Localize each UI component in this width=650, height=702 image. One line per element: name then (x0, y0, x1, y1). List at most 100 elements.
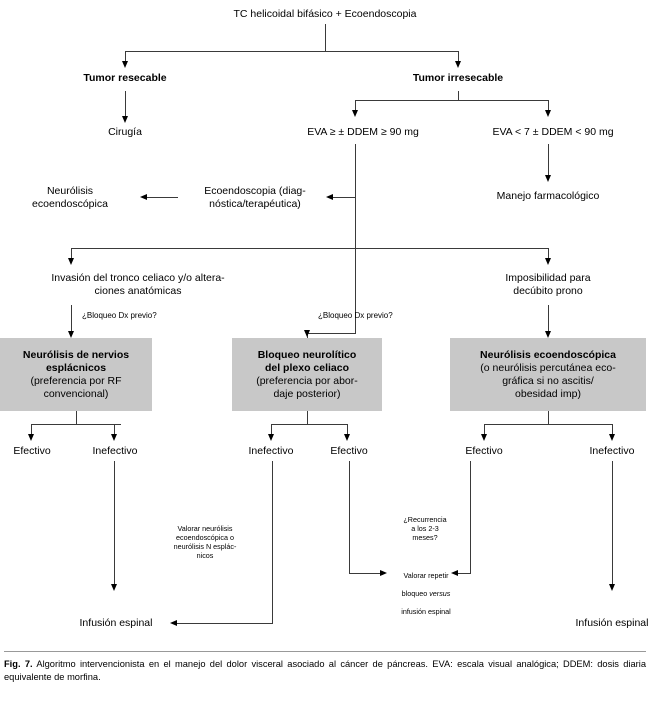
label-mid-efectivo: Efectivo (330, 445, 368, 457)
label-bloqueo-dx-left: ¿Bloqueo Dx previo? (82, 311, 157, 320)
connector-trunk-to-ecoendoscopia (330, 197, 356, 198)
connector-ecoendoscopia-to-neurolisis (144, 197, 178, 198)
connector-box3-split (484, 424, 612, 425)
box1-title: Neurólisis de nervios esplácnicos (22, 348, 130, 374)
label-right-inefectivo: Inefectivo (589, 445, 635, 457)
arrowhead-neurolisis-ecoendoscopica (140, 193, 147, 200)
connector-left-inefectivo-down (272, 461, 273, 624)
node-eva-low: EVA < 7 ± DDEM < 90 mg (492, 126, 614, 138)
connector-trunk-to-mid-branch (307, 333, 356, 334)
connector-box1-split (31, 424, 121, 425)
label-left-inefectivo: Inefectivo (92, 445, 138, 457)
caption-divider (4, 651, 646, 652)
node-manejo-farmacologico: Manejo farmacológico (496, 190, 600, 202)
figure-caption-text: Algoritmo intervencionista en el manejo … (4, 659, 646, 682)
connector-distribution-bar (71, 248, 548, 249)
connector-to-resecable (125, 51, 126, 63)
node-tumor-resecable: Tumor resecable (83, 72, 167, 84)
node-neurolisis-ecoendoscopica: Neurólisis ecoendoscópica (32, 185, 108, 210)
connector-eva-high-trunk (355, 144, 356, 333)
label-right-efectivo: Efectivo (465, 445, 503, 457)
arrowhead-mid-efectivo (343, 434, 350, 441)
box3-subtitle: (o neurólisis percutánea eco- gráfica si… (480, 361, 616, 400)
valorar-repetir-line3: infusión espinal (401, 607, 451, 616)
arrowhead-box1 (67, 331, 74, 338)
connector-box3-right (612, 424, 613, 436)
connector-eva-low-manejo (548, 144, 549, 177)
node-invasion-tronco: Invasión del tronco celiaco y/o altera- … (51, 272, 225, 297)
arrowhead-imposibilidad (544, 258, 551, 265)
arrowhead-right-inefectivo (608, 434, 615, 441)
arrowhead-to-resecable (121, 61, 128, 68)
connector-to-irresecable (458, 51, 459, 63)
arrowhead-valorar-repetir-right (451, 569, 458, 576)
box2-subtitle: (preferencia por abor- daje posterior) (256, 374, 358, 400)
label-mid-inefectivo: Inefectivo (248, 445, 294, 457)
arrowhead-infusion-left (170, 619, 177, 626)
arrowhead-left-efectivo (27, 434, 34, 441)
arrowhead-box3 (544, 331, 551, 338)
valorar-repetir-emphasis: versus (429, 589, 451, 598)
connector-box1-right (114, 424, 115, 436)
arrowhead-right-infusion (608, 584, 615, 591)
connector-to-invasion (71, 248, 72, 260)
connector-box2-stem (307, 411, 308, 425)
label-infusion-espinal-left: Infusión espinal (79, 617, 153, 629)
connector-box2-split (271, 424, 347, 425)
connector-box2-left (271, 424, 272, 436)
connector-left-efectivo-down (114, 461, 115, 587)
node-cirugia: Cirugía (108, 126, 142, 138)
arrowhead-valorar-repetir-left (380, 569, 387, 576)
arrowhead-left-inefectivo (110, 434, 117, 441)
connector-box1-stem (76, 411, 77, 425)
arrowhead-mid-box (303, 330, 310, 337)
connector-to-eva-low (548, 100, 549, 112)
connector-box3-stem (548, 411, 549, 425)
label-recurrencia: ¿Recurrencia a los 2-3 meses? (403, 515, 447, 542)
connector-right-inefectivo-down (612, 461, 613, 587)
connector-to-eva-high (355, 100, 356, 112)
valorar-repetir-line2-pre: bloqueo (401, 589, 430, 598)
connector-mid-efectivo-to-valorar (455, 573, 471, 574)
connector-resecable-cirugia (125, 91, 126, 118)
node-ecoendoscopia-diag: Ecoendoscopia (diag- nóstica/terapéutica… (204, 185, 306, 210)
arrowhead-manejo (544, 175, 551, 182)
arrowhead-cirugia (121, 116, 128, 123)
node-root: TC helicoidal bifásico + Ecoendoscopia (233, 8, 417, 20)
connector-invasion-to-box1 (71, 305, 72, 333)
label-bloqueo-dx-mid: ¿Bloqueo Dx previo? (318, 311, 393, 320)
connector-mid-inefectivo-to-valorar (349, 573, 380, 574)
box2-title: Bloqueo neurolítico del plexo celiaco (257, 348, 357, 374)
box-neurolisis-nervios-esplacnicos[interactable]: Neurólisis de nervios esplácnicos (prefe… (0, 338, 152, 411)
connector-mid-inefectivo-down (349, 461, 350, 574)
box-bloqueo-neurolitico-plexo-celiaco[interactable]: Bloqueo neurolítico del plexo celiaco (p… (232, 338, 382, 411)
connector-box1-left (31, 424, 32, 436)
connector-irresecable-stem (458, 91, 459, 101)
connector-root-split (125, 51, 459, 52)
box-neurolisis-ecoendoscopica[interactable]: Neurólisis ecoendoscópica (o neurólisis … (450, 338, 646, 411)
node-imposibilidad-decubito: Imposibilidad para decúbito prono (505, 272, 591, 297)
arrowhead-to-irresecable (454, 61, 461, 68)
connector-mid-efectivo-down (470, 461, 471, 574)
connector-left-inefectivo-to-infusion (174, 623, 273, 624)
arrowhead-invasion (67, 258, 74, 265)
label-valorar-neurolisis: Valorar neurólisis ecoendoscópica o neur… (173, 524, 237, 560)
connector-irresecable-split (355, 100, 549, 101)
node-tumor-irresecable: Tumor irresecable (412, 72, 504, 84)
connector-root-stem (325, 24, 326, 52)
connector-box2-right (347, 424, 348, 436)
arrowhead-eva-high (351, 110, 358, 117)
node-eva-high: EVA ≥ ± DDEM ≥ 90 mg (307, 126, 419, 138)
connector-imposibilidad-to-box3 (548, 305, 549, 333)
label-infusion-espinal-right: Infusión espinal (575, 617, 649, 629)
figure-label: Fig. 7. (4, 659, 33, 669)
valorar-repetir-line1: Valorar repetir (403, 571, 449, 580)
arrowhead-eva-low (544, 110, 551, 117)
arrowhead-ecoendoscopia (326, 193, 333, 200)
arrowhead-left-efectivo-bottom (110, 584, 117, 591)
connector-box3-left (484, 424, 485, 436)
figure-caption: Fig. 7. Algoritmo intervencionista en el… (4, 658, 646, 683)
label-left-efectivo: Efectivo (13, 445, 51, 457)
box1-subtitle: (preferencia por RF convencional) (30, 374, 122, 400)
